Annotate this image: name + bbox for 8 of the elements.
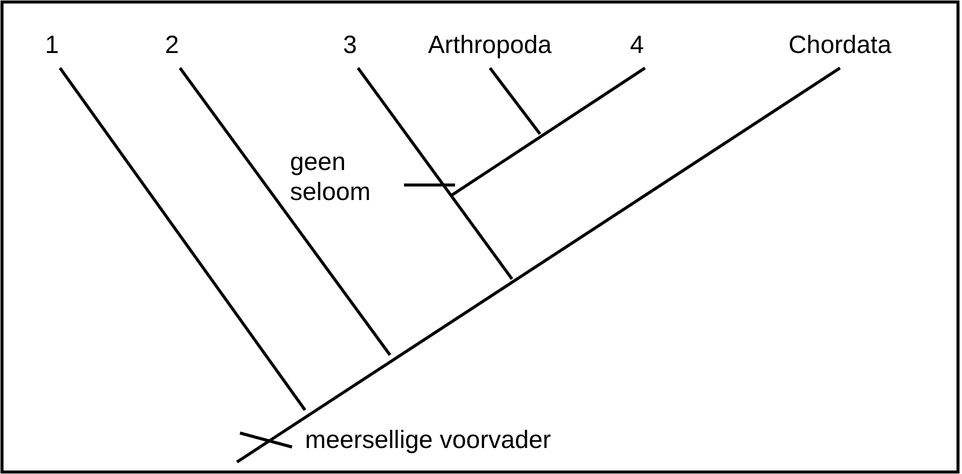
character-label: geen seloom xyxy=(290,147,372,207)
character-label: meersellige voorvader xyxy=(305,425,551,455)
tip-label: 1 xyxy=(45,30,59,60)
tip-label: Arthropoda xyxy=(428,30,552,60)
tip-label: 3 xyxy=(343,30,357,60)
tip-label: 4 xyxy=(630,30,644,60)
tip-label: 2 xyxy=(165,30,179,60)
tip-label: Chordata xyxy=(788,30,892,60)
